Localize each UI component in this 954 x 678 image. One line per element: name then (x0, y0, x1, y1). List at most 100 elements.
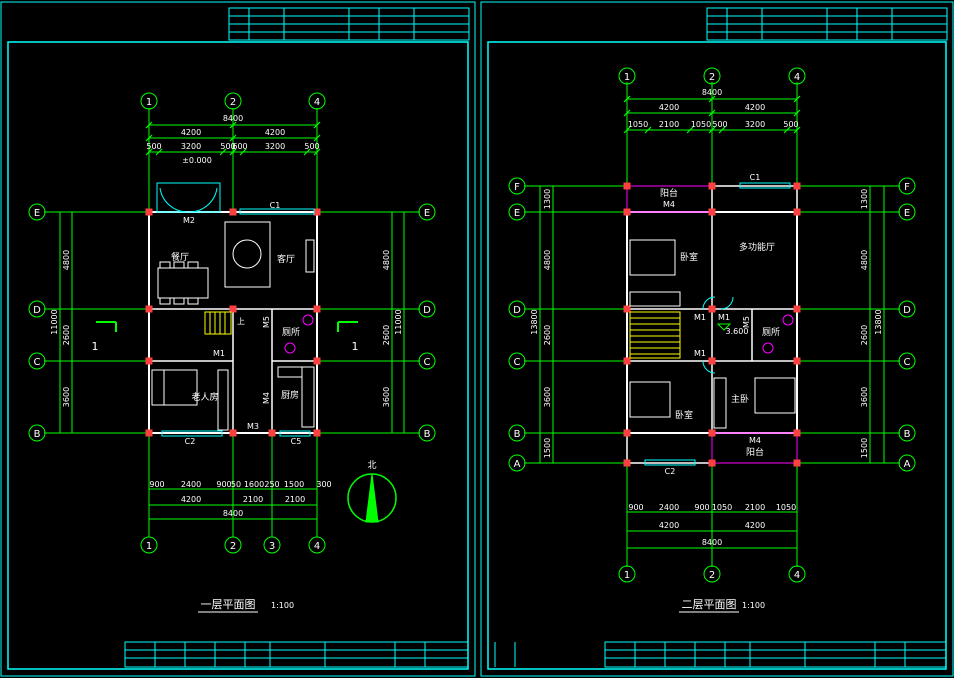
grid-bubble-left-C-circle (28, 352, 46, 370)
structural-column (268, 429, 276, 437)
grid-bubble-left-B-circle (28, 424, 46, 442)
room-toilet: 厕所 (762, 327, 780, 338)
sheet1-scale: 1:100 (271, 601, 294, 610)
grid-bubble-bottom-3-circle (263, 536, 281, 554)
sheet-outer-frame (0, 1, 476, 677)
wardrobe (629, 291, 681, 307)
tv-cabinet (305, 239, 315, 273)
structural-column (793, 357, 801, 365)
grid-bubble-right-B-circle (418, 424, 436, 442)
dim-tick (313, 148, 321, 156)
structural-column (793, 459, 801, 467)
label-m1-c: M1 (694, 349, 706, 358)
dim-top-detail: 500 (304, 142, 319, 151)
dim-top-detail: 2100 (659, 120, 679, 129)
dim-tick (303, 148, 311, 156)
dim-right-total: 11000 (394, 309, 403, 334)
grid-bubble-right-E-circle (898, 203, 916, 221)
level-marker (716, 323, 732, 331)
dim-tick (229, 121, 237, 129)
dim-bottom-detail: 250 (264, 480, 279, 489)
dim-tick (623, 95, 631, 103)
dim-tick (708, 109, 716, 117)
structural-column (623, 459, 631, 467)
structural-column (708, 429, 716, 437)
dim-bottom-detail: 900 (216, 480, 231, 489)
label-m4: M4 (262, 392, 271, 404)
grid-bubble-right-C: C (904, 357, 911, 368)
dim-left-span: 1300 (543, 189, 552, 209)
door-swing-arc (702, 296, 716, 310)
dim-bottom-span-3: 2100 (285, 495, 305, 504)
structural-column (708, 305, 716, 313)
structural-column (793, 208, 801, 216)
section-label-left: 1 (92, 340, 99, 353)
north-label: 北 (367, 460, 376, 471)
door-swing-arc (188, 187, 218, 213)
dim-top-detail: 3200 (181, 142, 201, 151)
structural-column (623, 429, 631, 437)
dim-left-span-2: 2600 (62, 325, 71, 345)
dim-bottom-span-1: 4200 (659, 521, 679, 530)
structural-column (313, 305, 321, 313)
sheet1-title: 一层平面图 (201, 598, 256, 611)
grid-bubble-bottom-2-circle (703, 565, 721, 583)
structural-column (229, 305, 237, 313)
dim-tick (145, 148, 153, 156)
structural-column (145, 429, 153, 437)
structural-column (145, 305, 153, 313)
room-dining: 餐厅 (171, 251, 189, 263)
kitchen-counter (301, 366, 315, 428)
dim-tick (708, 126, 716, 134)
dim-top-span-1: 4200 (181, 128, 201, 137)
dim-tick (313, 121, 321, 129)
toilet-fixture (782, 314, 794, 326)
dim-tick (783, 126, 791, 134)
dim-tick (793, 109, 801, 117)
grid-bubble-top-4: 4 (794, 72, 800, 83)
dim-tick (793, 126, 801, 134)
structural-column (623, 182, 631, 190)
dim-bottom-detail: 2400 (181, 480, 201, 489)
grid-bubble-left-F-circle (508, 177, 526, 195)
dim-top-detail: 3200 (745, 120, 765, 129)
dim-bottom-detail: 1500 (284, 480, 304, 489)
dim-bottom-detail: 300 (316, 480, 331, 489)
dim-top-detail: 500 (220, 142, 235, 151)
grid-bubble-left-D-circle (508, 300, 526, 318)
dim-bottom-detail: 1050 (776, 503, 796, 512)
dim-top-total: 8400 (223, 114, 243, 123)
grid-bubble-left-B: B (514, 429, 521, 440)
grid-bubble-top-4: 4 (314, 97, 320, 108)
label-m4-top: M4 (663, 200, 675, 209)
room-elder-bedroom: 老人房 (191, 391, 218, 403)
room-living: 客厅 (277, 253, 295, 265)
door-swing-arc (702, 360, 716, 374)
dim-tick (686, 126, 694, 134)
grid-bubble-bottom-1-circle (140, 536, 158, 554)
dim-bottom-span-2: 4200 (745, 521, 765, 530)
window-c1 (239, 208, 315, 215)
grid-bubble-right-E-circle (418, 203, 436, 221)
door-swing-arc (159, 187, 189, 213)
bed (629, 239, 676, 276)
dim-tick (793, 95, 801, 103)
grid-bubble-left-E: E (514, 208, 520, 219)
dim-right-span: 2600 (860, 325, 869, 345)
structural-column (229, 429, 237, 437)
room-bedroom-a: 卧室 (680, 251, 698, 263)
grid-bubble-left-A: A (514, 459, 521, 470)
dim-bottom-detail: 2100 (745, 503, 765, 512)
grid-bubble-right-B: B (424, 429, 431, 440)
grid-bubble-right-A: A (904, 459, 911, 470)
room-multi-hall: 多功能厅 (739, 241, 775, 253)
dim-tick (145, 121, 153, 129)
label-up: 上 (237, 317, 245, 326)
dim-bottom-detail: 1050 (712, 503, 732, 512)
dim-bottom-detail: 50 (231, 480, 241, 489)
dim-tick (229, 134, 237, 142)
dim-tick (708, 95, 716, 103)
dining-table (157, 267, 209, 299)
elevation-label: ±0.000 (182, 156, 212, 165)
grid-bubble-top-2: 2 (230, 97, 236, 108)
